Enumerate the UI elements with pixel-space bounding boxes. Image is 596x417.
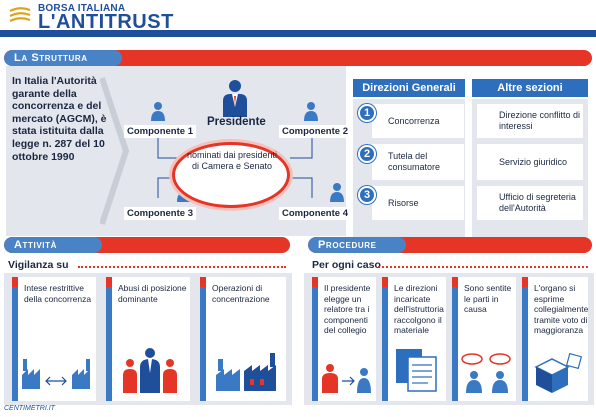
nomina-ellipse [172,142,290,208]
nomina-text: nominati dai presidenti di Camera e Sena… [186,150,278,172]
section-title-procedure: Procedure [308,237,406,253]
componente-4-label: Componente 4 [279,207,351,220]
procedure-card: Sono sentite le parti in causa [452,277,516,401]
person-icon [304,102,318,121]
borsa-logo-icon [9,7,31,22]
section-title-attivita: Attività [4,237,102,253]
documents-icon [396,349,437,392]
direzione-label: Tutela del consumatore [388,151,441,172]
factories-arrow-icon [22,359,90,389]
presidente-relatore-icon [322,364,371,393]
direzione-item: Risorse [371,185,465,221]
vigilanza-subhead: Vigilanza su [8,259,69,271]
presidente-label: Presidente [207,116,266,128]
header-band [0,30,596,37]
person-icon [330,183,344,202]
componente-3-label: Componente 3 [124,207,196,220]
procedure-card: L'organo si esprime collegialmente trami… [522,277,588,401]
page-title: L'ANTITRUST [38,11,174,33]
direzione-item: Concorrenza [371,103,465,139]
altre-label: Ufficio di segreteria dell'Autorità [499,192,576,213]
procedure-card: Le direzioni incaricate dell'istruttoria… [382,277,446,401]
dotted-divider [378,266,588,268]
card-text: Operazioni di concentrazione [212,283,270,304]
card-text: Intese restrittive della concorrenza [24,283,92,304]
ballot-box-icon [534,353,583,393]
per-ogni-caso-subhead: Per ogni caso [312,259,381,271]
brand-name: BORSA ITALIANA [38,3,126,14]
section-bar-procedure: Procedure [308,237,592,253]
card-text: Il presidente elegge un relatore tra i c… [324,283,371,336]
presidente-icon [223,80,247,117]
componente-2-label: Componente 2 [279,125,351,138]
attivita-card: Intese restrittive della concorrenza [12,277,96,401]
dotted-divider [78,266,286,268]
direzioni-header: Direzioni Generali [353,79,465,97]
footer-credit: CENTIMETRI.IT [4,405,55,412]
intro-text: In Italia l'Autorità garante della conco… [12,75,107,163]
dominant-figures-icon [123,348,177,393]
procedure-card: Il presidente elegge un relatore tra i c… [312,277,376,401]
card-text: L'organo si esprime collegialmente trami… [534,283,589,336]
number-badge: 2 [358,145,376,163]
direzione-label: Risorse [388,197,419,208]
altre-item: Servizio giuridico [476,143,584,181]
section-title-struttura: La Struttura [4,50,122,66]
altre-item: Direzione conflitto di interessi [476,103,584,139]
concentration-icon [216,353,276,391]
card-text: Abusi di posizione dominante [118,283,187,304]
section-bar-attivita: Attività [4,237,290,253]
altre-label: Servizio giuridico [499,156,568,167]
componente-1-label: Componente 1 [124,125,196,138]
altre-label: Direzione conflitto di interessi [499,110,581,131]
card-text: Sono sentite le parti in causa [464,283,512,315]
person-icon [151,102,165,121]
direzione-label: Concorrenza [388,115,440,126]
number-badge: 1 [358,104,376,122]
altre-item: Ufficio di segreteria dell'Autorità [476,185,584,221]
number-badge: 3 [358,186,376,204]
speech-bubbles-icon [461,353,511,393]
attivita-card: Operazioni di concentrazione [200,277,286,401]
attivita-card: Abusi di posizione dominante [106,277,190,401]
section-bar-struttura: La Struttura [4,50,592,66]
card-text: Le direzioni incaricate dell'istruttoria… [394,283,444,336]
altre-header: Altre sezioni [472,79,588,97]
chevron-right-icon [100,77,130,225]
direzione-item: Tutela del consumatore [371,143,465,181]
